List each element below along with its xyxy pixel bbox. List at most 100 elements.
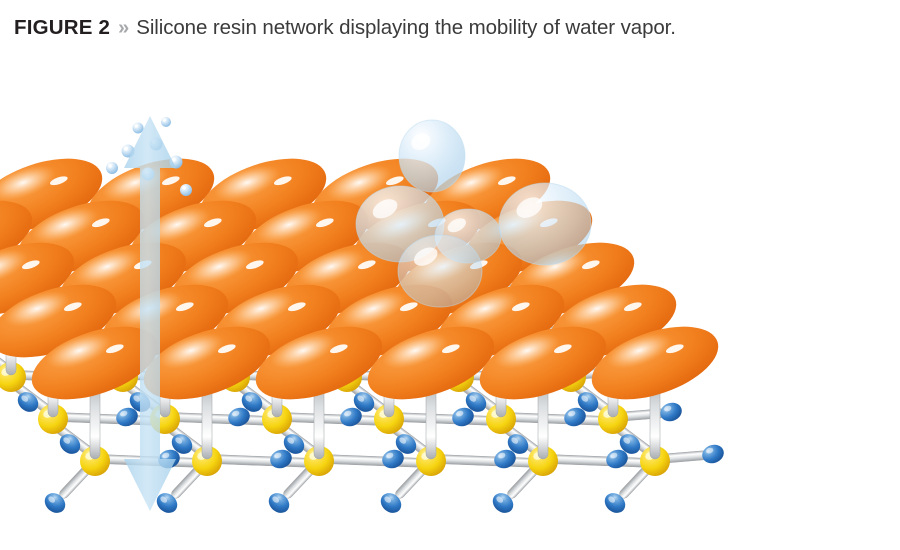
droplet-highlight: [123, 146, 128, 151]
oxygen-highlight: [272, 496, 280, 503]
vapor-droplet: [161, 117, 171, 127]
ellipsoid-sheen: [0, 165, 56, 201]
bubble-highlight: [413, 247, 438, 266]
ellipsoid-specular: [217, 344, 236, 354]
ellipsoid-specular: [105, 344, 124, 354]
ellipsoid-sheen: [214, 165, 280, 201]
vapor-droplet: [180, 184, 192, 196]
bubble-highlight: [447, 218, 466, 233]
bubble-highlight: [372, 199, 398, 219]
oxygen-highlight: [162, 452, 170, 459]
ellipsoid-sheen: [270, 333, 336, 369]
oxygen-highlight: [608, 496, 616, 503]
oxygen-highlight: [63, 437, 71, 444]
ellipsoid-specular: [623, 302, 642, 312]
ellipsoid-specular: [49, 176, 68, 186]
oxygen-highlight: [232, 410, 240, 417]
oxygen-highlight: [120, 410, 128, 417]
oxygen-highlight: [344, 410, 352, 417]
bubble-rising-top: [398, 119, 466, 193]
ellipsoid-sheen: [564, 291, 630, 327]
ellipsoid-specular: [581, 260, 600, 270]
figure-caption-text: Silicone resin network displaying the mo…: [136, 16, 676, 39]
ellipsoid-sheen: [228, 291, 294, 327]
ellipsoid-specular: [203, 218, 222, 228]
ellipsoid-sheen: [144, 207, 210, 243]
ellipsoid-specular: [357, 260, 376, 270]
oxygen-highlight: [456, 410, 464, 417]
ellipsoid-specular: [511, 302, 530, 312]
oxygen-highlight: [384, 496, 392, 503]
ellipsoid-sheen: [438, 165, 504, 201]
ellipsoid-specular: [399, 302, 418, 312]
ellipsoid-sheen: [158, 333, 224, 369]
ellipsoid-sheen: [326, 165, 392, 201]
chevron-separator-icon: »: [118, 16, 130, 39]
bubble-highlight: [516, 197, 543, 218]
ellipsoid-specular: [245, 260, 264, 270]
figure-illustration: [0, 56, 900, 550]
oxygen-highlight: [48, 496, 56, 503]
ellipsoid-sheen: [4, 291, 70, 327]
droplet-highlight: [182, 186, 186, 190]
droplet-highlight: [108, 164, 112, 168]
ellipsoid-specular: [273, 176, 292, 186]
ellipsoid-sheen: [340, 291, 406, 327]
ellipsoid-sheen: [256, 207, 322, 243]
figure-number-label: FIGURE 2: [14, 16, 111, 39]
ellipsoid-sheen: [186, 249, 252, 285]
ellipsoid-specular: [175, 302, 194, 312]
droplet-highlight: [171, 157, 176, 162]
droplet-highlight: [134, 124, 138, 128]
silicone-network-svg: [0, 56, 900, 550]
oxygen-highlight: [175, 437, 183, 444]
ellipsoid-specular: [441, 344, 460, 354]
oxygen-highlight: [357, 395, 365, 402]
ellipsoid-specular: [21, 260, 40, 270]
ellipsoid-specular: [63, 302, 82, 312]
ellipsoid-sheen: [32, 207, 98, 243]
ellipsoid-specular: [665, 344, 684, 354]
droplet-highlight: [162, 118, 166, 122]
oxygen-highlight: [581, 395, 589, 402]
oxygen-highlight: [399, 437, 407, 444]
bubble-highlight: [411, 133, 431, 150]
ellipsoid-specular: [315, 218, 334, 228]
oxygen-highlight: [274, 452, 282, 459]
water-vapor-bubbles: [355, 119, 592, 308]
oxygen-highlight: [610, 452, 618, 459]
oxygen-highlight: [245, 395, 253, 402]
oxygen-highlight: [706, 447, 714, 454]
oxygen-highlight: [469, 395, 477, 402]
ellipsoid-sheen: [494, 333, 560, 369]
vapor-mobility-arrow: [124, 116, 176, 511]
oxygen-highlight: [160, 496, 168, 503]
ellipsoid-sheen: [298, 249, 364, 285]
ellipsoid-sheen: [0, 249, 28, 285]
bubble-upper-right: [498, 182, 592, 266]
ellipsoid-specular: [329, 344, 348, 354]
oxygen-highlight: [568, 410, 576, 417]
vapor-mobility-arrow-shape: [124, 116, 176, 511]
oxygen-highlight: [511, 437, 519, 444]
oxygen-highlight: [386, 452, 394, 459]
oxygen-highlight: [133, 395, 141, 402]
oxygen-highlight: [498, 452, 506, 459]
ellipsoid-specular: [385, 176, 404, 186]
oxygen-highlight: [287, 437, 295, 444]
vapor-droplet: [132, 122, 144, 134]
ellipsoid-specular: [553, 344, 572, 354]
oxygen-highlight: [664, 405, 672, 412]
ellipsoid-specular: [287, 302, 306, 312]
oxygen-highlight: [496, 496, 504, 503]
ellipsoid-sheen: [74, 249, 140, 285]
ellipsoid-sheen: [606, 333, 672, 369]
oxygen-highlight: [21, 395, 29, 402]
ellipsoid-specular: [91, 218, 110, 228]
ellipsoid-specular: [161, 176, 180, 186]
figure-caption: FIGURE 2 » Silicone resin network displa…: [0, 0, 900, 56]
ellipsoid-sheen: [382, 333, 448, 369]
ellipsoid-sheen: [452, 291, 518, 327]
oxygen-highlight: [623, 437, 631, 444]
